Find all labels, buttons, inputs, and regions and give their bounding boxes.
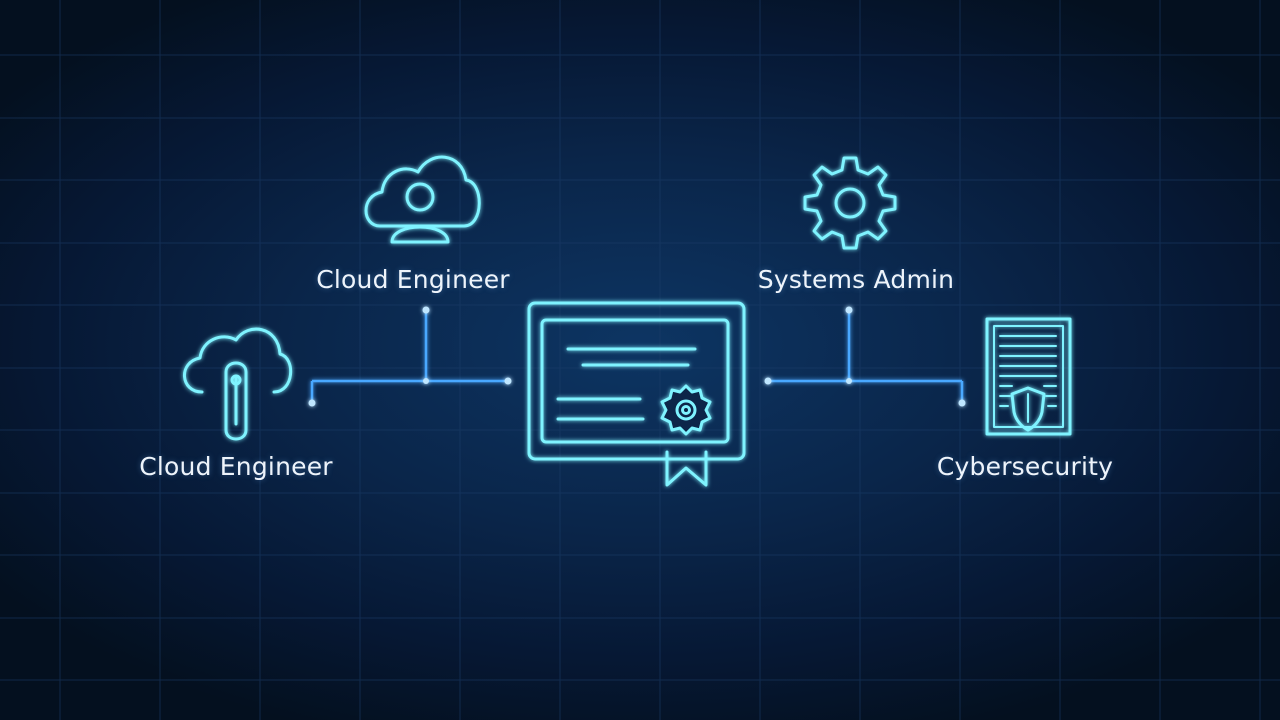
right-connector [768,310,964,403]
cloud-user-icon [364,155,481,244]
node-label-systems-admin: Systems Admin [757,265,955,294]
right-connector-nodes [764,306,966,407]
gear-icon [803,156,897,250]
left-connector [310,310,508,403]
server-shield-icon [985,317,1072,436]
node-label-cloud-engineer-left: Cloud Engineer [139,452,333,481]
node-label-cloud-engineer-top: Cloud Engineer [316,265,510,294]
left-connector-nodes [308,306,512,407]
cloud-thermometer-icon [183,327,293,441]
certificate-icon [527,301,746,487]
node-label-cybersecurity: Cybersecurity [936,452,1114,481]
